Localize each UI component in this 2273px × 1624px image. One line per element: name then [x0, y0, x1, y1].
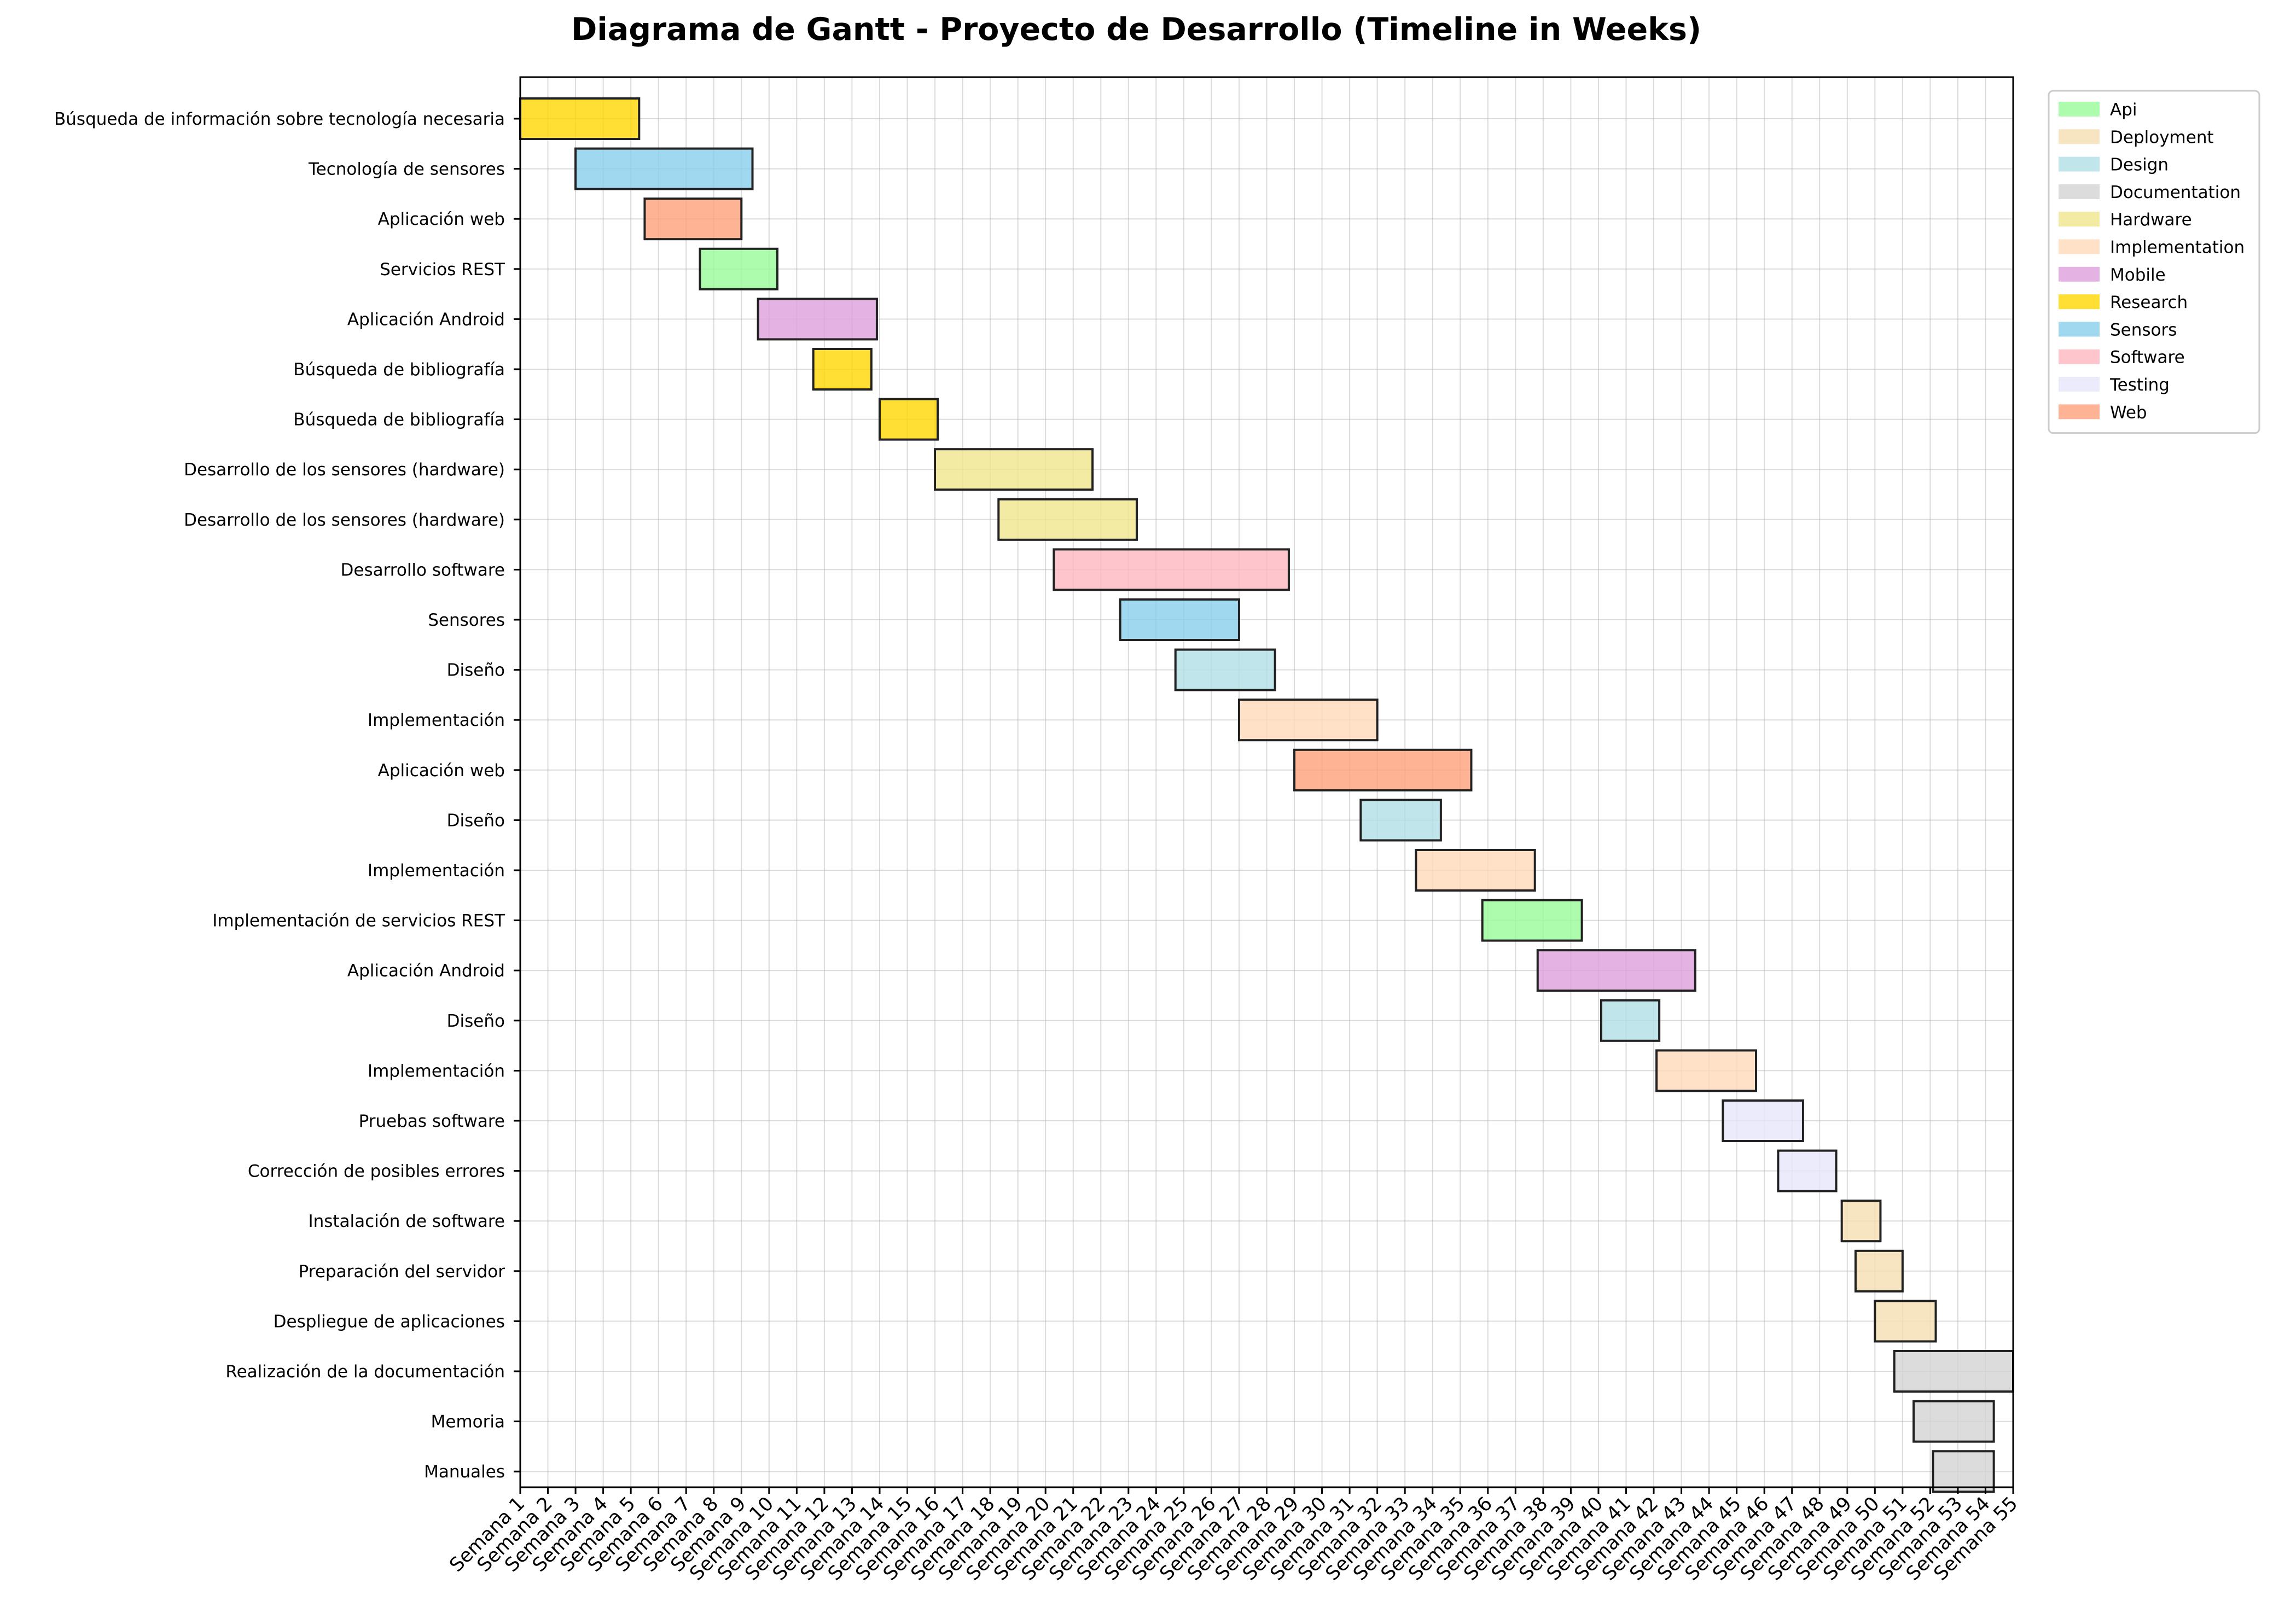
- legend-swatch: [2059, 294, 2100, 310]
- task-label: Desarrollo de los sensores (hardware): [184, 460, 505, 480]
- legend-label: Research: [2110, 293, 2188, 312]
- legend-label: Testing: [2109, 375, 2170, 395]
- legend-label: Documentation: [2110, 183, 2241, 202]
- task-bar: [1293, 748, 1473, 791]
- task-label: Instalación de software: [308, 1212, 505, 1231]
- task-bar: [812, 348, 873, 391]
- task-label: Aplicación Android: [347, 310, 505, 329]
- task-bar: [1481, 899, 1583, 942]
- task-label: Servicios REST: [380, 260, 505, 280]
- task-bar: [878, 398, 939, 441]
- task-bar: [699, 247, 778, 290]
- task-label: Manuales: [424, 1462, 505, 1482]
- legend: ApiDeploymentDesignDocumentationHardware…: [2048, 90, 2260, 434]
- task-bar: [1237, 699, 1379, 742]
- legend-swatch: [2059, 212, 2100, 227]
- task-label: Aplicación Android: [347, 961, 505, 981]
- legend-swatch: [2059, 322, 2100, 337]
- legend-box: [2048, 90, 2260, 434]
- task-label: Corrección de posibles errores: [248, 1162, 505, 1181]
- task-bar: [1893, 1350, 2014, 1393]
- task-label: Implementación: [368, 861, 505, 881]
- chart-title: Diagrama de Gantt - Proyecto de Desarrol…: [571, 11, 1701, 48]
- task-bar: [1053, 548, 1290, 591]
- task-label: Diseño: [447, 1011, 505, 1031]
- task-bar: [1600, 999, 1661, 1042]
- task-label: Diseño: [447, 661, 505, 680]
- task-bar: [643, 197, 743, 241]
- task-bar: [1777, 1149, 1838, 1192]
- legend-label: Deployment: [2110, 127, 2214, 147]
- task-bar: [1912, 1400, 1995, 1443]
- task-label: Búsqueda de bibliografía: [293, 360, 505, 380]
- legend-label: Mobile: [2110, 265, 2166, 285]
- task-bar: [1359, 799, 1442, 842]
- task-bar: [1174, 648, 1276, 691]
- task-bar: [1655, 1049, 1758, 1092]
- task-bar: [1854, 1249, 1904, 1293]
- task-label: Desarrollo de los sensores (hardware): [184, 510, 505, 530]
- legend-swatch: [2059, 102, 2100, 117]
- task-bar: [1119, 598, 1240, 641]
- task-label: Diseño: [447, 811, 505, 830]
- task-bar: [1932, 1450, 1995, 1493]
- task-label: Búsqueda de bibliografía: [293, 410, 505, 430]
- task-bar: [1415, 849, 1536, 892]
- legend-label: Hardware: [2110, 210, 2192, 230]
- legend-swatch: [2059, 129, 2100, 144]
- legend-label: Implementation: [2110, 238, 2245, 258]
- task-label: Búsqueda de información sobre tecnología…: [54, 109, 505, 129]
- legend-label: Sensors: [2110, 320, 2177, 340]
- legend-label: Api: [2110, 100, 2137, 120]
- task-label: Aplicación web: [378, 209, 505, 229]
- task-bar: [757, 298, 878, 341]
- task-bars: [519, 97, 2014, 1493]
- task-bar: [1536, 949, 1696, 992]
- legend-label: Web: [2110, 403, 2147, 422]
- task-bar: [519, 97, 641, 140]
- legend-swatch: [2059, 377, 2100, 392]
- legend-label: Software: [2110, 348, 2185, 368]
- task-label: Desarrollo software: [341, 560, 505, 580]
- task-label: Sensores: [428, 610, 505, 630]
- task-bar: [1874, 1300, 1937, 1343]
- task-bar: [574, 147, 754, 190]
- task-label: Implementación: [368, 711, 505, 730]
- legend-swatch: [2059, 266, 2100, 282]
- task-label: Despliegue de aplicaciones: [274, 1312, 505, 1331]
- task-bar: [1722, 1099, 1804, 1142]
- task-label: Aplicación web: [378, 761, 505, 781]
- task-label: Memoria: [431, 1412, 505, 1432]
- task-label: Realización de la documentación: [225, 1362, 505, 1382]
- task-label: Preparación del servidor: [299, 1262, 505, 1282]
- legend-swatch: [2059, 156, 2100, 172]
- task-label: Tecnología de sensores: [308, 160, 505, 179]
- legend-swatch: [2059, 239, 2100, 254]
- task-bar: [997, 498, 1138, 541]
- task-labels: Búsqueda de información sobre tecnología…: [54, 109, 520, 1482]
- task-label: Implementación: [368, 1061, 505, 1081]
- legend-swatch: [2059, 404, 2100, 420]
- legend-swatch: [2059, 184, 2100, 199]
- task-bar: [1840, 1200, 1882, 1243]
- legend-label: Design: [2110, 155, 2169, 175]
- task-label: Pruebas software: [359, 1111, 505, 1131]
- legend-swatch: [2059, 349, 2100, 364]
- task-bar: [934, 448, 1094, 491]
- task-label: Implementación de servicios REST: [212, 911, 505, 931]
